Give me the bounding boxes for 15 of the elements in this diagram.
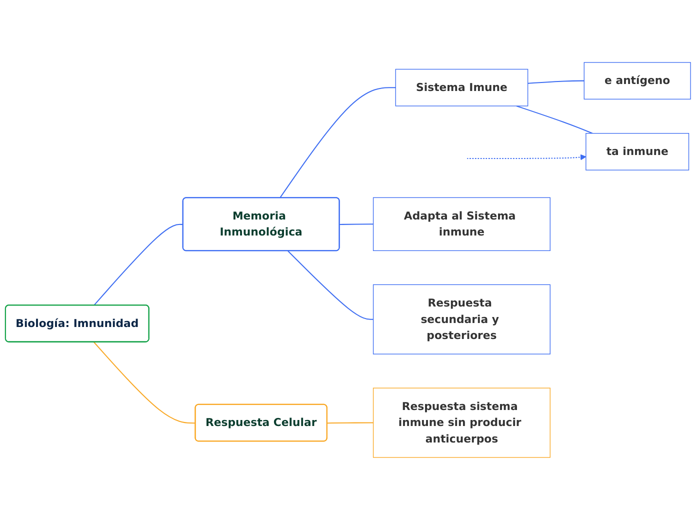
connector xyxy=(340,224,374,226)
connector xyxy=(528,80,584,84)
connector xyxy=(94,342,196,424)
node-box: e antígeno xyxy=(584,62,691,100)
node-box: ta inmune xyxy=(586,133,690,170)
node-box: Respuesta secundaria y posteriores xyxy=(372,284,550,354)
node-box: Adapta al Sistema inmune xyxy=(372,197,550,252)
connector xyxy=(327,422,374,424)
connector xyxy=(288,250,374,320)
connector xyxy=(94,224,184,306)
node-box: Sistema Imune xyxy=(395,68,528,106)
connector xyxy=(516,106,593,134)
arrow xyxy=(466,154,586,160)
connector xyxy=(280,87,396,198)
node-box: Respuesta sistema inmune sin producir anticuerpos xyxy=(372,388,550,458)
